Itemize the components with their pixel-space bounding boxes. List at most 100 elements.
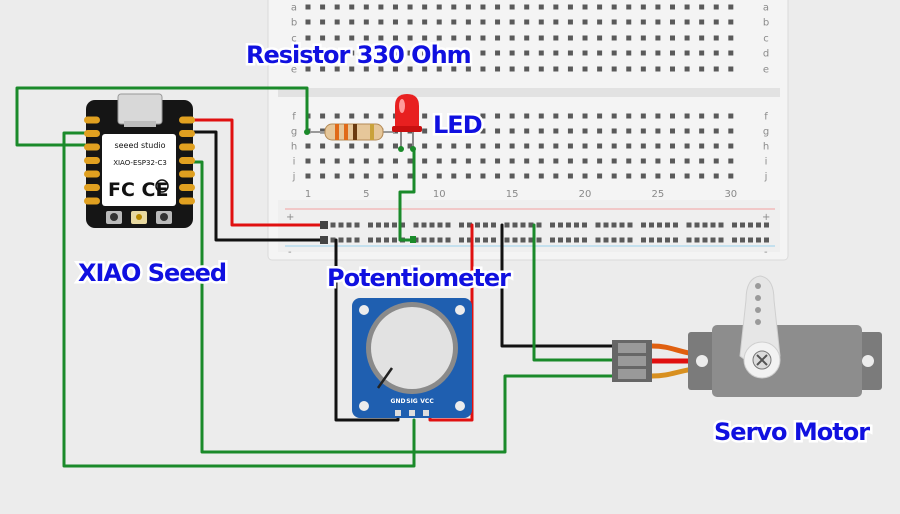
rail-hole [566,237,571,243]
board-pin [179,184,195,191]
hole [451,35,457,41]
rail-hole [558,237,563,243]
hole [553,128,559,134]
hole [320,158,326,164]
row-label: i [293,157,296,168]
rail-hole [558,222,563,228]
hole [334,4,340,10]
hole [640,4,646,10]
hole [480,19,486,25]
row-label: e [763,65,769,76]
hole [407,19,413,25]
hole [611,4,617,10]
rail-hole [627,222,633,228]
rail-hole [649,222,654,228]
hole [451,19,457,25]
hole [626,4,632,10]
rail-hole [429,222,435,228]
rail-hole [665,222,670,228]
hole [334,19,340,25]
hole [349,35,355,41]
hole [640,113,646,119]
rail-hole [611,237,617,243]
hole [407,66,413,72]
hole [495,35,501,41]
hole [495,143,501,149]
rail-hole [392,237,397,243]
rail-hole [421,222,427,228]
hole [422,19,428,25]
hole [611,50,617,56]
hole [670,66,675,72]
hole [655,113,661,119]
rail-hole [657,237,662,243]
hole [597,173,603,179]
label-resistor: Resistor 330 Ohm [246,41,471,69]
hole [582,158,588,164]
board-pins-left [84,116,100,205]
hole [713,50,719,56]
rail-hole [536,237,542,243]
row-label: b [291,18,297,29]
hole [699,50,705,56]
hole [407,50,413,56]
rail-hole [384,237,389,243]
hole [728,4,734,10]
hole [684,143,690,149]
rail-hole [595,222,601,228]
hole [684,66,690,72]
row-label: a [763,3,769,14]
rail-minus-right: - [764,247,768,258]
hole [495,50,501,56]
rail-hole [574,237,579,243]
hole [597,113,603,119]
hole [436,143,442,149]
hole [495,158,501,164]
hole [436,158,442,164]
hole [495,66,501,72]
hole [699,19,705,25]
hole [363,4,369,10]
hole [334,66,340,72]
wire-black-gnd [181,130,326,242]
hole [713,173,719,179]
rail-minus-left: - [288,247,292,258]
hole [728,143,734,149]
wire-endpoints [304,129,416,244]
hole [509,113,515,119]
hole [363,143,369,149]
hole [640,19,646,25]
hole [436,173,442,179]
hole [611,173,617,179]
hole [480,35,486,41]
hole [465,4,471,10]
hole [451,158,457,164]
row-label: b [763,18,769,29]
hole [728,113,734,119]
rail-hole [483,222,488,228]
hole [699,66,705,72]
column-number: 1 [305,189,311,200]
hole [728,128,734,134]
wire-green-top [15,86,309,147]
hole [349,143,355,149]
rail-hole [504,222,510,228]
hole [509,143,515,149]
rail-hole [459,222,464,228]
hole [334,173,340,179]
hole [407,173,413,179]
hole [582,35,588,41]
hole [538,128,544,134]
hole [334,113,340,119]
rail-hole [520,222,526,228]
hole [392,173,398,179]
hole [436,50,442,56]
hole [392,19,398,25]
rail-hole [764,222,769,228]
hole [553,4,559,10]
hole [524,128,530,134]
hole [509,4,515,10]
rail-hole [603,222,609,228]
hole [567,4,573,10]
